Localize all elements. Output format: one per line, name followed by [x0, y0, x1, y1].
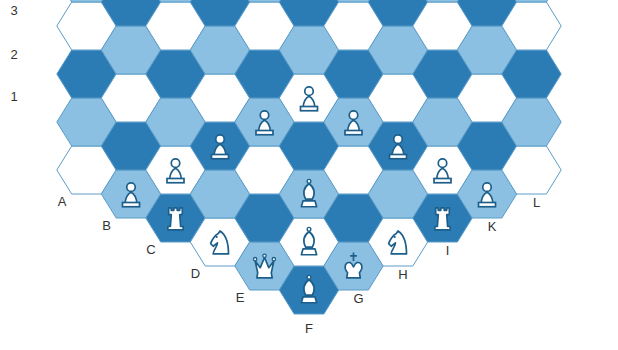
- pawn: [123, 183, 140, 207]
- file-letter: L: [533, 196, 540, 210]
- file-letter-holder: B: [102, 219, 111, 233]
- rook: [168, 208, 183, 230]
- queen: [253, 254, 275, 278]
- bishop: [301, 179, 316, 206]
- file-letter-holder: F: [305, 322, 313, 336]
- file-letter: D: [191, 267, 200, 281]
- bishop: [301, 275, 316, 302]
- file-letter-holder: H: [398, 268, 407, 282]
- file-letter-holder: L: [533, 196, 540, 210]
- file-letter-holder: A: [58, 195, 67, 209]
- file-letter: F: [305, 322, 313, 336]
- file-letter-holder: K: [488, 220, 497, 234]
- pawn: [212, 135, 229, 159]
- hex-cell: [502, 146, 561, 194]
- pawn: [167, 159, 184, 183]
- hex-cell: [502, 0, 561, 2]
- chess-pieces: [123, 87, 496, 303]
- pawn: [479, 183, 496, 207]
- rank-number-holder: 1: [10, 90, 17, 104]
- file-letter: G: [353, 292, 363, 306]
- pawn: [256, 111, 273, 135]
- pawn: [345, 111, 362, 135]
- file-letter: E: [236, 291, 245, 305]
- hex-cell: [502, 50, 561, 98]
- pawn: [434, 159, 451, 183]
- bishop: [301, 227, 316, 254]
- file-letter-holder: G: [353, 292, 363, 306]
- rank-number: 2: [10, 48, 17, 62]
- rank-number-holder: 3: [10, 4, 17, 18]
- king: [345, 252, 362, 278]
- file-letter: K: [488, 220, 497, 234]
- pawn: [390, 135, 407, 159]
- file-letter: C: [146, 243, 155, 257]
- hex-cell: [502, 98, 561, 146]
- rank-number: 1: [10, 90, 17, 104]
- file-letter-holder: D: [191, 267, 200, 281]
- file-letter-holder: I: [446, 244, 450, 258]
- hex-cells: [57, 0, 561, 314]
- file-letter-holder: C: [146, 243, 155, 257]
- file-letter: B: [102, 219, 111, 233]
- file-letter: H: [398, 268, 407, 282]
- rank-number: 3: [10, 4, 17, 18]
- knight: [211, 231, 229, 254]
- file-letter-holder: E: [236, 291, 245, 305]
- file-letter: I: [446, 244, 450, 258]
- rank-number-holder: 2: [10, 48, 17, 62]
- rook: [435, 208, 450, 230]
- pawn: [301, 87, 318, 111]
- file-letter: A: [58, 195, 67, 209]
- knight: [389, 231, 407, 254]
- hex-cell: [502, 2, 561, 50]
